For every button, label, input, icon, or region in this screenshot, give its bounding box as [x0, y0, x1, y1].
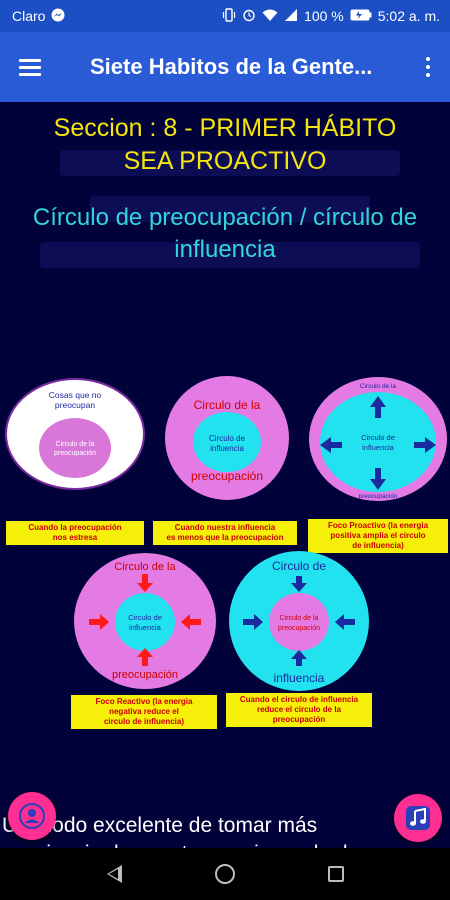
- watermark-graphic: [40, 150, 420, 268]
- d3-caption-line1: Foco Proactivo (la energia: [327, 521, 429, 530]
- wifi-icon: [262, 8, 278, 25]
- d5-caption-line1: Cuando el circulo de influencia: [239, 695, 359, 704]
- diagram-proactive-focus: Circulo de la preocupación Circulo de in…: [309, 377, 447, 501]
- d4-inner-line1: Circulo de: [128, 613, 162, 622]
- subtitle-line1: Círculo de preocupación / círculo de: [32, 204, 418, 231]
- music-fab-button[interactable]: [394, 794, 442, 842]
- d1-outer-line2: preocupan: [55, 400, 95, 410]
- d3-caption-line2: positiva amplia el circulo: [330, 531, 426, 540]
- inward-arrows-icon: [89, 574, 201, 666]
- d2-inner-line1: Circulo de: [209, 434, 246, 443]
- d2-outer-top: Circulo de la: [194, 398, 261, 412]
- inward-blue-arrows-icon: [243, 576, 355, 666]
- clock: 5:02 a. m.: [377, 8, 440, 24]
- d5-caption-line3: preocupación: [272, 715, 326, 724]
- app-bar: Siete Habitos de la Gente...: [0, 32, 450, 102]
- d4-outer-bottom: preocupación: [112, 669, 178, 681]
- carrier-label: Claro: [12, 8, 46, 24]
- status-left: Claro: [12, 8, 65, 25]
- d3-outer-bottom: preocupación: [358, 493, 397, 500]
- background-watermark: [30, 142, 430, 292]
- hamburger-menu-icon[interactable]: [0, 32, 60, 102]
- caption-concern-stress: Cuando la preocupación nos estresa: [6, 521, 144, 545]
- content-area[interactable]: Seccion : 8 - PRIMER HÁBITO SEA PROACTIV…: [0, 102, 450, 848]
- outward-arrows-icon: [320, 396, 436, 490]
- d4-outer-top: Circulo de la: [114, 561, 176, 573]
- d1-inner-line1: Circulo de la: [56, 441, 95, 448]
- section-title-line1: Seccion : 8 - PRIMER HÁBITO: [53, 114, 397, 142]
- d3-outer-top: Circulo de la: [360, 383, 397, 390]
- home-icon[interactable]: [214, 864, 235, 884]
- status-right: 100 % 5:02 a. m.: [222, 7, 440, 25]
- d1-outer-line1: Cosas que no: [49, 390, 102, 400]
- messenger-icon: [51, 8, 65, 25]
- d3-inner-line1: Circulo de: [361, 433, 395, 442]
- diagram-small-influence: Circulo de la preocupación Circulo de in…: [165, 376, 289, 500]
- diagram-concern-stress: Cosas que no preocupan Circulo de la pre…: [5, 378, 145, 490]
- d3-caption-line3: de influencia): [352, 541, 404, 550]
- battery-icon: [350, 8, 372, 24]
- section-title-line2: SEA PROACTIVO: [123, 147, 327, 175]
- diagram-influence-reduces-concern: Circulo de influencia Circulo de la preo…: [229, 551, 369, 691]
- recents-icon[interactable]: [327, 866, 344, 882]
- d2-inner-line2: influencia: [210, 444, 244, 453]
- d1-inner-line2: preocupación: [54, 450, 96, 457]
- battery-percent: 100 %: [304, 8, 344, 24]
- d1-caption-line1: Cuando la preocupación: [28, 523, 122, 532]
- person-icon: [19, 803, 45, 829]
- d2-outer-bottom: preocupación: [191, 469, 263, 483]
- more-vert-icon[interactable]: [406, 32, 450, 102]
- signal-icon: [284, 8, 298, 25]
- diagram-reactive-focus: Circulo de la preocupación Circulo de in…: [74, 553, 216, 689]
- alarm-icon: [242, 8, 256, 25]
- d5-inner-line2: preocupación: [278, 625, 320, 632]
- d5-caption-line2: reduce el circulo de la: [256, 705, 342, 714]
- body-line1: Un modo excelente de tomar más: [2, 814, 318, 837]
- subtitle-line2: influencia: [174, 236, 276, 263]
- d5-inner-line1: Circulo de la: [280, 615, 319, 622]
- body-paragraph: Un modo excelente de tomar más concienci…: [0, 812, 450, 848]
- app-title: Siete Habitos de la Gente...: [90, 54, 373, 79]
- d5-outer-top: Circulo de: [272, 559, 326, 573]
- status-bar: Claro 100 % 5:02 a. m.: [0, 0, 450, 32]
- caption-influence-reduces-concern: Cuando el circulo de influencia reduce e…: [226, 693, 372, 727]
- d2-caption-line2: es menos que la preocupacion: [166, 533, 284, 542]
- d2-caption-line1: Cuando nuestra influencia: [174, 523, 276, 532]
- d4-inner-line2: influencia: [129, 623, 162, 632]
- d4-caption-line3: circulo de influencia): [103, 717, 184, 726]
- back-icon[interactable]: [106, 865, 122, 883]
- profile-fab-button[interactable]: [8, 792, 56, 840]
- caption-reactive-focus: Foco Reactivo (la energia negativa reduc…: [71, 695, 217, 729]
- d5-outer-bottom: influencia: [274, 671, 325, 685]
- system-navigation-bar: [0, 848, 450, 900]
- caption-small-influence: Cuando nuestra influencia es menos que l…: [153, 521, 297, 545]
- section-title: Seccion : 8 - PRIMER HÁBITO SEA PROACTIV…: [0, 112, 450, 178]
- subtitle: Círculo de preocupación / círculo de inf…: [0, 202, 450, 266]
- d3-inner-line2: influencia: [362, 443, 395, 452]
- body-line2: conciencia de nuestro propio grado de: [2, 840, 450, 848]
- d4-caption-line1: Foco Reactivo (la energia: [95, 697, 193, 706]
- music-note-icon: [406, 806, 430, 830]
- d4-caption-line2: negativa reduce el: [109, 707, 179, 716]
- d1-caption-line2: nos estresa: [52, 533, 98, 542]
- vibrate-icon: [222, 7, 236, 25]
- caption-proactive-focus: Foco Proactivo (la energia positiva ampl…: [308, 519, 448, 553]
